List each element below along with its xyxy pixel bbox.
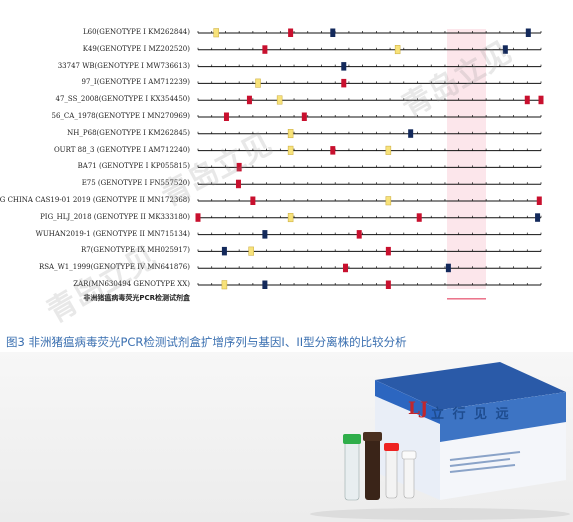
variant-mark [385,145,392,155]
variant-mark [525,28,531,37]
alignment-tracks [195,28,544,300]
variant-mark [330,28,336,37]
strain-label: BA71 (GENOTYPE I KP055815) [77,162,190,171]
variant-mark [341,62,347,71]
sequence-track [197,45,542,55]
variant-mark [524,95,530,105]
strain-label: 47_SS_2008(GENOTYPE I KX354450) [55,95,190,104]
variant-mark [342,263,348,273]
strain-label: NH_P68(GENOTYPE I KM262845) [67,128,190,137]
sequence-track [197,162,542,172]
variant-mark [502,45,508,54]
sequence-track [197,196,542,206]
variant-mark [213,28,219,38]
alignment-figure: L60(GENOTYPE I KM262844) K49(GENOTYPE I M… [0,28,544,302]
strain-label: RSA_W1_1999(GENOTYPE IV MN641876) [38,263,190,272]
variant-mark [250,196,256,205]
variant-mark [356,230,362,239]
strain-label: PIG_HLJ_2018 (GENOTYPE II MK333180) [40,212,190,221]
variant-mark [535,213,541,222]
sequence-track [195,213,542,223]
variant-mark [276,95,283,105]
variant-mark [287,213,294,223]
sequence-track [197,129,542,139]
kit-box-illustration [310,362,570,520]
variant-mark [246,95,252,105]
variant-mark [287,129,294,139]
variant-mark [416,213,422,222]
strain-label: L60(GENOTYPE I KM262844) [82,28,190,36]
variant-mark [262,45,268,54]
variant-mark [538,95,544,105]
sequence-track [197,112,542,121]
strain-label: 56_CA_1978(GENOTYPE I MN270969) [51,112,191,120]
kit-row-label: 非洲猪瘟病毒荧光PCR检测试剂盒 [83,293,190,302]
brand-slogan: 立 行 见 远 [431,407,511,422]
sequence-track [197,280,542,290]
strain-label: 33747 WB(GENOTYPE I MW736613) [57,61,190,70]
strain-label: K49(GENOTYPE I MZ202520) [82,44,190,53]
amplicon-region-highlight [447,29,486,289]
strain-label: OURT 88_3 (GENOTYPE I AM712240) [53,145,190,154]
variant-mark [235,179,241,189]
variant-mark [288,28,294,37]
variant-mark [223,112,229,121]
variant-mark [408,129,414,138]
sequence-track [197,95,544,105]
variant-mark [221,280,228,290]
sequence-track [197,179,542,189]
strain-label: R7(GENOTYPE IX MH025917) [80,246,190,255]
variant-mark [262,280,268,289]
sequence-track [197,230,542,239]
variant-mark [330,146,336,155]
variant-mark [262,230,268,239]
variant-mark [287,145,294,155]
variant-mark [385,246,391,256]
variant-mark [445,263,451,273]
brand-logo: LJ [408,399,428,419]
strain-label: PIG CHINA CAS19-01 2019 (GENOTYPE II MN1… [0,196,190,204]
strain-label: ZAR(MN630494 GENOTYPE XX) [73,280,190,288]
sequence-track [197,145,542,155]
variant-mark [255,78,261,88]
sequence-track [197,62,542,71]
figure-caption: 图3 非洲猪瘟病毒荧光PCR检测试剂盒扩增序列与基因I、II型分离株的比较分析 [6,335,407,349]
product-photo [0,352,573,522]
variant-mark [385,280,391,289]
variant-mark [248,246,254,256]
variant-mark [236,162,242,172]
sequence-track [197,263,542,273]
sequence-track [197,246,542,256]
strain-label: WUHAN2019-1 (GENOTYPE II MN715134) [35,229,190,238]
strain-label: E75 (GENOTYPE I FN557520) [81,179,190,188]
strain-label: 97_I(GENOTYPE I AM712239) [81,78,190,87]
variant-mark [301,112,307,121]
variant-mark [195,213,201,222]
variant-mark [536,196,542,205]
sequence-track [197,78,542,88]
variant-mark [394,45,401,55]
variant-mark [385,196,392,206]
variant-mark [221,246,227,256]
variant-mark [341,78,347,88]
sequence-track [197,28,542,38]
